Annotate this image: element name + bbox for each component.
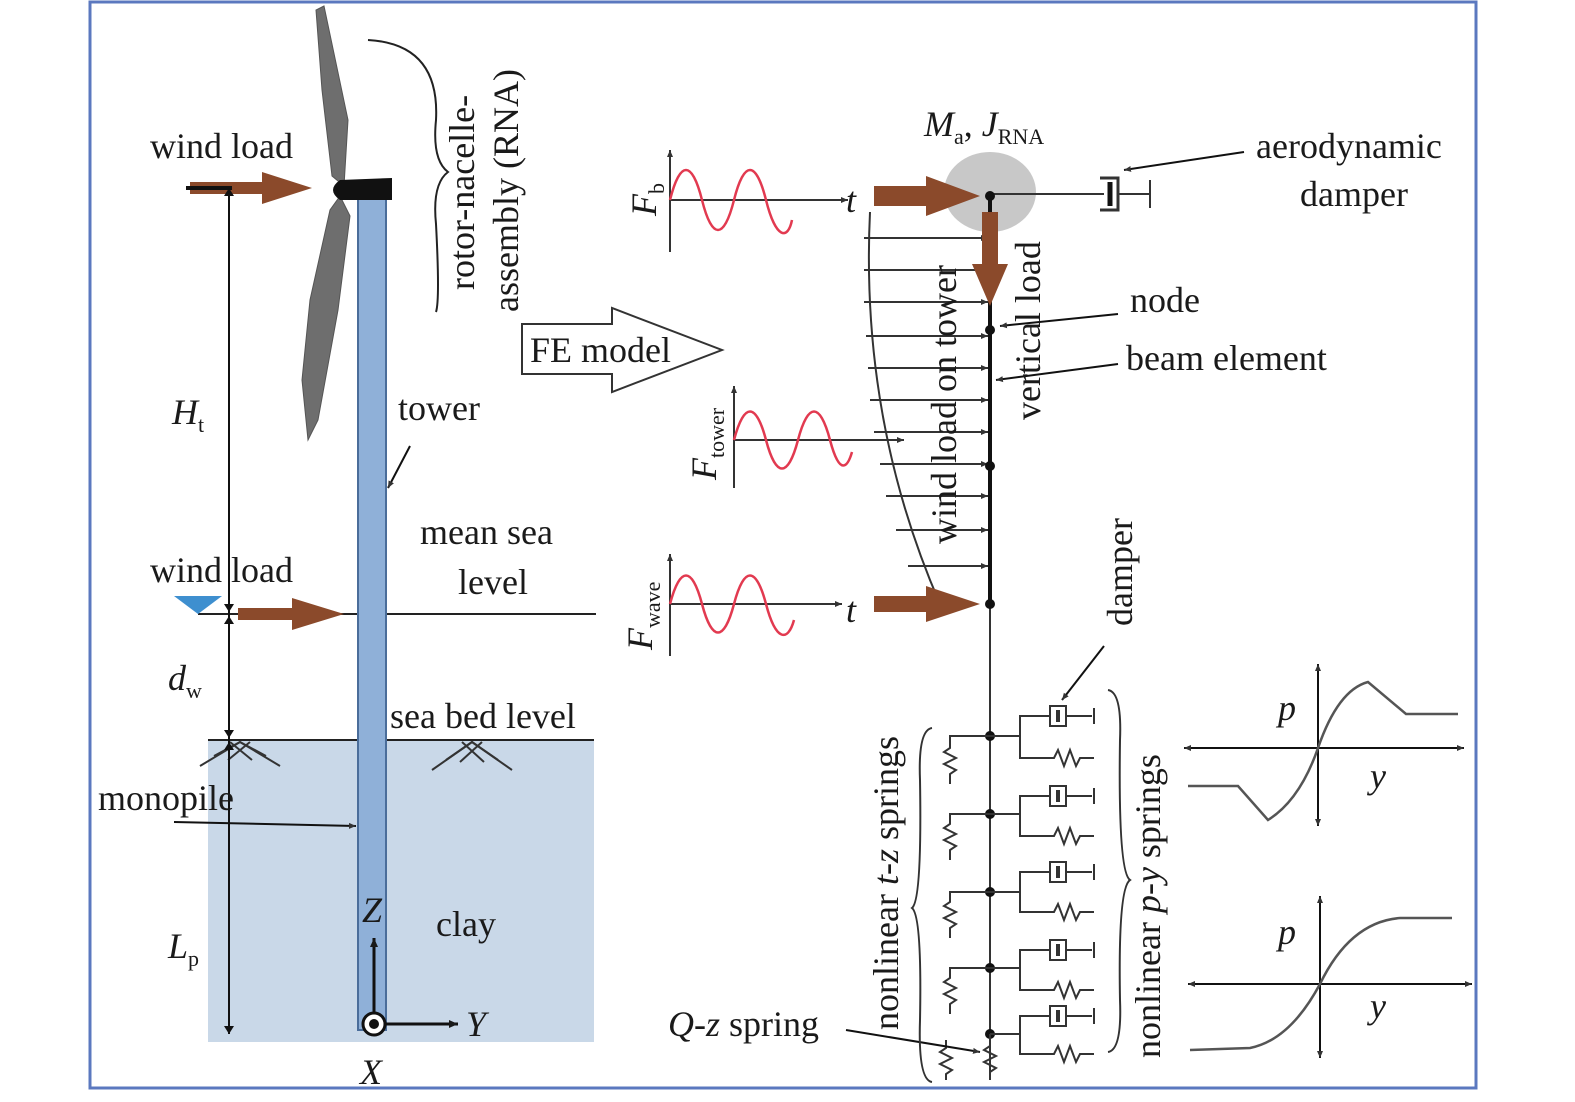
vertical-load-arrow (972, 212, 1008, 306)
label-aerodynamic: aerodynamic (1256, 126, 1442, 166)
label-p-lower: p (1275, 912, 1296, 952)
monopile-pointer (173, 821, 357, 829)
wind-profile-arrows (864, 235, 988, 569)
label-aero-damper: damper (1300, 174, 1408, 214)
dim-tick-dw-top (224, 616, 234, 624)
tz-brace (910, 727, 933, 1083)
label-mean-sea-2: level (458, 562, 528, 602)
label-t-top: t (846, 180, 857, 220)
py-curve-upper (1184, 664, 1464, 826)
label-tz-springs: nonlinear t-z springs (866, 736, 906, 1030)
label-qz-spring: Q-z spring (668, 1004, 819, 1044)
label-node: node (1130, 280, 1200, 320)
tower-monopile (357, 197, 387, 1031)
label-fe-model: FE model (530, 330, 671, 370)
label-Ftower: Ftower (684, 407, 729, 481)
label-monopile: monopile (98, 778, 234, 818)
aero-damper-pointer (1123, 151, 1245, 172)
label-rna-mass: Ma, JRNA (923, 104, 1044, 149)
label-X: X (358, 1052, 384, 1092)
rna-brace (367, 39, 450, 313)
tower-pointer (387, 445, 411, 489)
soil-hatch-left (199, 740, 281, 767)
dim-tick-ht-top (224, 188, 234, 196)
label-Fb: Fb (624, 183, 669, 217)
node-pointer (999, 313, 1119, 329)
force-arrow-top (874, 176, 980, 216)
soil-hatch-right (431, 740, 513, 771)
x-axis-dot (369, 1019, 379, 1029)
label-Fwave: Fwave (620, 582, 665, 651)
label-p-upper: p (1275, 688, 1296, 728)
dim-tick-dw-bot (224, 730, 234, 738)
wind-load-arrow-sea (238, 598, 344, 630)
force-time-history-wave (667, 554, 842, 656)
label-beam-element: beam element (1126, 338, 1327, 378)
label-y-upper: y (1367, 756, 1386, 796)
label-Lp: Lp (167, 926, 199, 971)
wind-profile-curve (867, 211, 941, 605)
label-vertical-load: vertical load (1008, 241, 1048, 420)
tz-springs (937, 735, 999, 1080)
label-wind-load-top: wind load (150, 126, 293, 166)
damper-pointer (1061, 645, 1105, 701)
qz-spring-pointer (845, 1029, 981, 1054)
force-time-history-tower (731, 386, 904, 488)
label-Ht: Ht (171, 392, 204, 437)
label-rna-1: rotor-nacelle- (442, 95, 482, 290)
force-time-history-b (667, 150, 848, 252)
outer-frame (88, 0, 1478, 1090)
py-brace (1107, 689, 1132, 1053)
label-sea-bed: sea bed level (390, 696, 576, 736)
dim-tick-lp-top (224, 742, 234, 750)
water-level-marker (174, 596, 222, 614)
label-py-springs: nonlinear p-y springs (1128, 754, 1168, 1058)
py-springs-dampers (990, 705, 1095, 1065)
force-arrow-wave (874, 586, 980, 622)
py-curve-lower (1188, 896, 1472, 1058)
label-Z: Z (362, 890, 383, 930)
label-tower: tower (398, 388, 480, 428)
label-wind-load-on-tower: wind load on tower (924, 265, 964, 544)
label-mean-sea-1: mean sea (420, 512, 553, 552)
label-t-wave: t (846, 590, 857, 630)
label-dw: dw (168, 658, 202, 703)
label-clay: clay (436, 904, 496, 944)
label-wind-load-sea: wind load (150, 550, 293, 590)
clay-soil (208, 740, 594, 1042)
label-rna-2: assembly (RNA) (486, 69, 526, 312)
blade-upper (315, 5, 349, 188)
fe-model-arrow (521, 306, 725, 394)
nacelle (333, 178, 392, 200)
dim-tick-ht-bot (224, 604, 234, 612)
wind-load-arrow-top (190, 172, 312, 204)
label-Y: Y (466, 1004, 490, 1044)
blade-lower (301, 195, 351, 442)
label-damper: damper (1100, 518, 1140, 626)
beam-pointer (995, 363, 1119, 383)
dim-tick-lp-bot (224, 1026, 234, 1034)
label-y-lower: y (1367, 986, 1386, 1026)
